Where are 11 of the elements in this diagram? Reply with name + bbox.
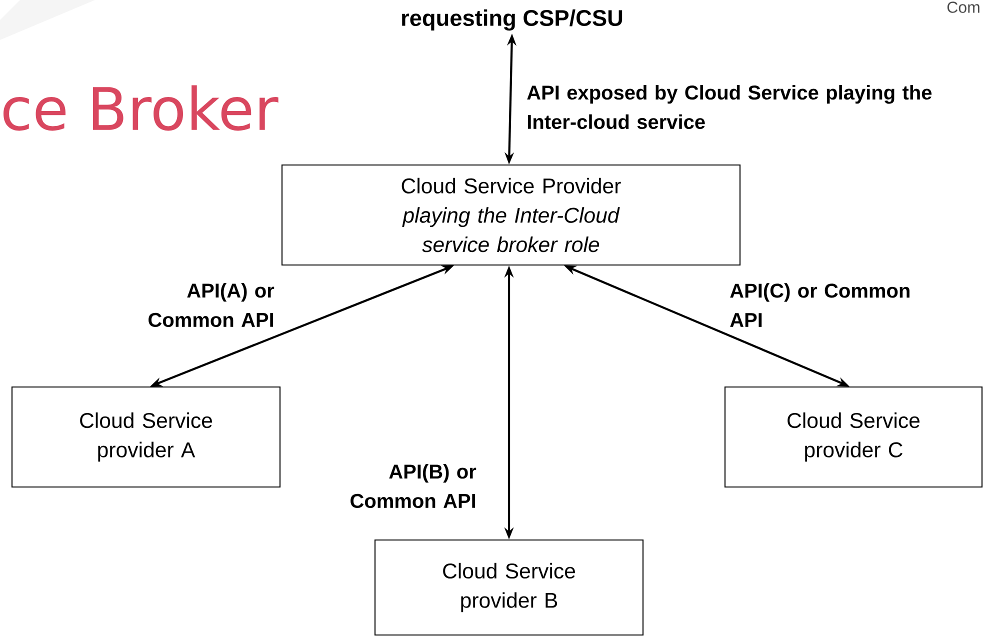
edge-label: API(C) or Common API	[730, 283, 910, 327]
edge-label: API(B) or Common API	[350, 464, 476, 508]
process-box: Cloud Service provider B	[374, 539, 644, 636]
node-text: requesting CSP/CSU	[402, 9, 622, 31]
process-box: Cloud Service provider C	[724, 386, 983, 488]
process-box: Cloud Service provider A	[11, 386, 281, 488]
corner-text: Com	[947, 2, 980, 13]
process-box: Cloud Service Provider playing the Inter-Cloud service broker role	[281, 164, 741, 266]
edge-label: API exposed by Cloud Service playing the Inter-cloud service	[527, 85, 932, 129]
title: ce Broker	[4, 85, 278, 131]
edge-label: API(A) or Common API	[148, 283, 274, 327]
